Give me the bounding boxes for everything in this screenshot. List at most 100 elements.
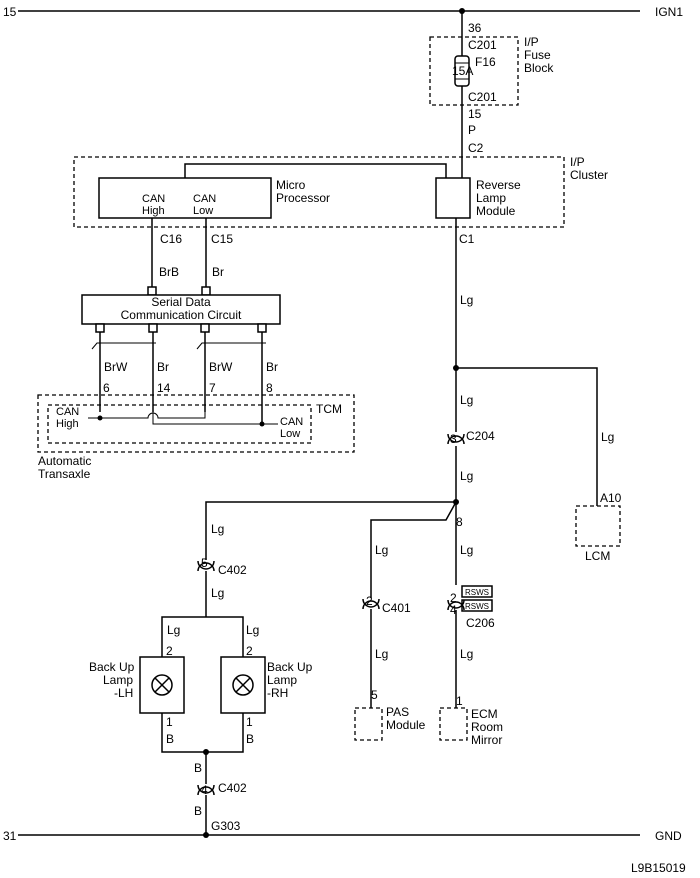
micro-label-1: Micro <box>276 178 306 192</box>
can-wires-lower: BrW Br BrW Br 6 14 7 8 <box>91 332 278 424</box>
tcm-pin-8: 8 <box>266 381 273 395</box>
wire-br-top-label: Br <box>212 265 224 279</box>
c206-pin-a: 2 <box>450 591 457 605</box>
reverse-lamp-module-box <box>435 177 471 219</box>
rail-gnd-label: GND <box>655 829 682 843</box>
wire-lg-branch-label: Lg <box>601 430 614 444</box>
wire-brw1-label: BrW <box>104 360 128 374</box>
ecm-label-2: Room <box>471 720 503 734</box>
c206-pin-b: 4 <box>450 603 457 617</box>
conn-c1: C1 <box>459 232 475 246</box>
rsws-a-box <box>461 585 493 598</box>
lcm-label: LCM <box>585 549 610 563</box>
lamp-lh-pin-top: 2 <box>166 644 173 658</box>
wire-lg-c402-label: Lg <box>211 586 224 600</box>
reverse-label-1: Reverse <box>476 178 521 192</box>
lamp-rh-pin-bot: 1 <box>246 715 253 729</box>
serial-label-1: Serial Data <box>151 295 211 309</box>
tcm-can-high-2: High <box>56 418 79 430</box>
serial-label-2: Communication Circuit <box>121 308 242 322</box>
rsws-a-label: RSWS <box>465 588 489 597</box>
fuse-pin-in: 36 <box>468 21 482 35</box>
fuse-block: 36 C201 F16 15A C201 15 I/P Fuse Block P <box>429 11 554 178</box>
can-wires-upper: BrB Br <box>147 218 224 296</box>
wire-b-lh-label: B <box>166 732 174 746</box>
a10-label: A10 <box>600 491 622 505</box>
micro-processor-box <box>98 177 272 219</box>
lamp-rh-pin-top: 2 <box>246 644 253 658</box>
wire-lg-ecm-label: Lg <box>460 543 473 557</box>
fuse-block-name-1: I/P <box>524 35 539 49</box>
rail-ign1-label: IGN1 <box>655 5 683 19</box>
can-high-label-1: CAN <box>142 193 165 205</box>
wire-b-bot-label: B <box>194 804 202 818</box>
tcm-pin-7: 7 <box>209 381 216 395</box>
lamp-rh-label-2: Lamp <box>267 673 297 687</box>
micro-label-2: Processor <box>276 191 330 205</box>
ign1-rail: 15 IGN1 <box>3 5 683 19</box>
splice-pin-8: 8 <box>456 515 463 529</box>
cluster-name-2: Cluster <box>570 168 608 182</box>
lcm-module: A10 LCM <box>575 491 622 563</box>
c204-pin: 3 <box>450 432 457 446</box>
fuse-rating: 15A <box>452 64 473 78</box>
c402-bottom-connector: B 4 C402 B G303 <box>194 752 247 835</box>
wire-br2-label: Br <box>157 360 169 374</box>
tcm-can-low-1: CAN <box>280 416 303 428</box>
c402-top-pin: 5 <box>201 556 208 570</box>
fuse-block-name-3: Block <box>524 61 554 75</box>
pas-label-1: PAS <box>386 705 409 719</box>
c402-bot-label: C402 <box>218 781 247 795</box>
tcm-pin-14: 14 <box>157 381 171 395</box>
cluster-name-1: I/P <box>570 155 585 169</box>
can-low-label-2: Low <box>193 205 213 217</box>
serial-data-circuit: Serial Data Communication Circuit <box>81 294 281 333</box>
wire-lg-ecm2-label: Lg <box>460 647 473 661</box>
lamp-rh-icon <box>232 674 254 696</box>
fuse-name: F16 <box>475 55 496 69</box>
lamp-lh-label-1: Back Up <box>89 660 135 674</box>
rsws-b-label: RSWS <box>465 602 489 611</box>
reverse-label-2: Lamp <box>476 191 506 205</box>
cluster-conn-c2: C2 <box>468 141 484 155</box>
pas-pin: 5 <box>371 688 378 702</box>
wire-brb-label: BrB <box>159 265 179 279</box>
backup-lamps: Lg Lg 2 1 Back Up Lamp -LH 2 1 Back Up L… <box>89 616 313 755</box>
wire-lg2-label: Lg <box>460 393 473 407</box>
tcm-module: TCM CAN High CAN Low Automatic Transaxle <box>37 394 355 481</box>
ip-cluster: C2 I/P Cluster Micro Processor CAN High … <box>73 141 608 246</box>
rail-15-label: 15 <box>3 5 17 19</box>
lamp-lh-label-3: -LH <box>114 686 133 700</box>
wire-b-rh-label: B <box>246 732 254 746</box>
tcm-name: TCM <box>316 402 342 416</box>
can-high-label-2: High <box>142 205 165 217</box>
wire-lg3-label: Lg <box>460 469 473 483</box>
wire-lg-left-label: Lg <box>211 522 224 536</box>
ecm-pin: 1 <box>456 694 463 708</box>
can-low-label-1: CAN <box>193 193 216 205</box>
tcm-can-low-2: Low <box>280 428 300 440</box>
c401-label: C401 <box>382 601 411 615</box>
reverse-label-3: Module <box>476 204 516 218</box>
tcm-pin-6: 6 <box>103 381 110 395</box>
ecm-label-1: ECM <box>471 707 498 721</box>
rail-31-label: 31 <box>3 829 17 843</box>
tcm-can-high-1: CAN <box>56 406 79 418</box>
ecm-label-3: Mirror <box>471 733 502 747</box>
pas-branch: 2 C401 Lg 5 PAS Module <box>354 594 426 741</box>
c204-label: C204 <box>466 429 495 443</box>
fuse-pin-out: 15 <box>468 107 482 121</box>
fuse-conn-out: C201 <box>468 90 497 104</box>
wire-lg-pas-label: Lg <box>375 543 388 557</box>
wire-p-label: P <box>468 123 476 137</box>
ecm-branch: RSWS RSWS 2 4 C206 Lg 1 ECM Room Mirror <box>439 585 503 747</box>
conn-c16: C16 <box>160 232 182 246</box>
lamp-lh-label-2: Lamp <box>103 673 133 687</box>
fuse-block-name-2: Fuse <box>524 48 551 62</box>
c401-pin: 2 <box>366 594 373 608</box>
wire-lg-pas2-label: Lg <box>375 647 388 661</box>
conn-c15: C15 <box>211 232 233 246</box>
transaxle-label-2: Transaxle <box>38 467 91 481</box>
wire-lg1-label: Lg <box>460 293 473 307</box>
wire-brw2-label: BrW <box>209 360 233 374</box>
